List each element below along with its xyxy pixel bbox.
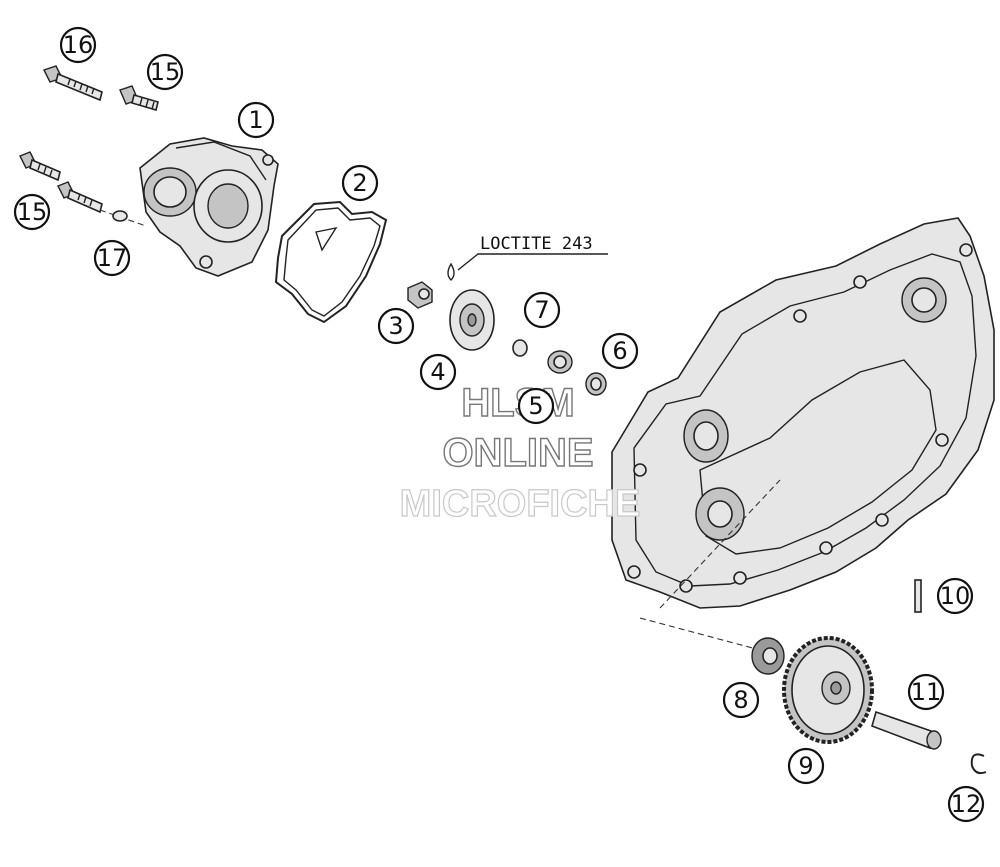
- svg-text:9: 9: [798, 752, 813, 780]
- callout-1: 1: [237, 101, 275, 139]
- svg-text:8: 8: [733, 686, 748, 714]
- washer-7: [512, 339, 528, 357]
- svg-text:3: 3: [388, 312, 403, 340]
- bolt-16: [43, 65, 103, 102]
- callout-4: 4: [419, 353, 457, 391]
- watermark: HLSM ONLINE MICROFICHE: [399, 380, 641, 525]
- pump-shaft: [871, 710, 942, 750]
- callout-5: 5: [517, 387, 555, 425]
- svg-text:11: 11: [911, 678, 942, 706]
- svg-text:4: 4: [430, 358, 445, 386]
- impeller-nut: [407, 281, 433, 309]
- loctite-drop: [447, 262, 455, 281]
- callout-2: 2: [341, 164, 379, 202]
- callout-9: 9: [787, 747, 825, 785]
- callout-15-left: 15: [13, 193, 51, 231]
- callout-17: 17: [93, 239, 131, 277]
- svg-text:16: 16: [63, 31, 94, 59]
- callout-16: 16: [59, 26, 97, 64]
- svg-text:5: 5: [528, 392, 543, 420]
- loctite-note: LOCTITE 243: [480, 234, 593, 254]
- callout-8: 8: [722, 681, 760, 719]
- callout-3: 3: [377, 307, 415, 345]
- shaft-seal: [547, 350, 573, 374]
- pump-gear: [782, 636, 874, 744]
- water-pump-cover: [139, 137, 279, 277]
- bearing: [751, 637, 785, 675]
- seal-ring: [585, 372, 607, 396]
- dowel-pin: [914, 579, 922, 613]
- svg-text:12: 12: [951, 790, 982, 818]
- callout-7: 7: [523, 291, 561, 329]
- callout-11: 11: [907, 673, 945, 711]
- svg-text:1: 1: [248, 106, 263, 134]
- watermark-line3: MICROFICHE: [400, 483, 641, 525]
- watermark-line1: HLSM: [461, 381, 574, 425]
- impeller: [449, 289, 495, 351]
- svg-text:15: 15: [17, 198, 48, 226]
- svg-text:7: 7: [534, 296, 549, 324]
- svg-text:10: 10: [940, 582, 971, 610]
- callout-6: 6: [601, 332, 639, 370]
- watermark-line2: ONLINE: [442, 431, 593, 475]
- svg-text:15: 15: [150, 58, 181, 86]
- bolt-15-top: [119, 85, 159, 112]
- svg-text:17: 17: [97, 244, 128, 272]
- callout-15-top: 15: [146, 53, 184, 91]
- callout-12: 12: [947, 785, 985, 823]
- washer-17: [112, 210, 128, 222]
- clutch-cover: [611, 217, 995, 609]
- svg-text:2: 2: [352, 169, 367, 197]
- callout-10: 10: [936, 577, 974, 615]
- circlip: [970, 753, 987, 775]
- pump-gasket: [274, 200, 388, 324]
- svg-text:6: 6: [612, 337, 627, 365]
